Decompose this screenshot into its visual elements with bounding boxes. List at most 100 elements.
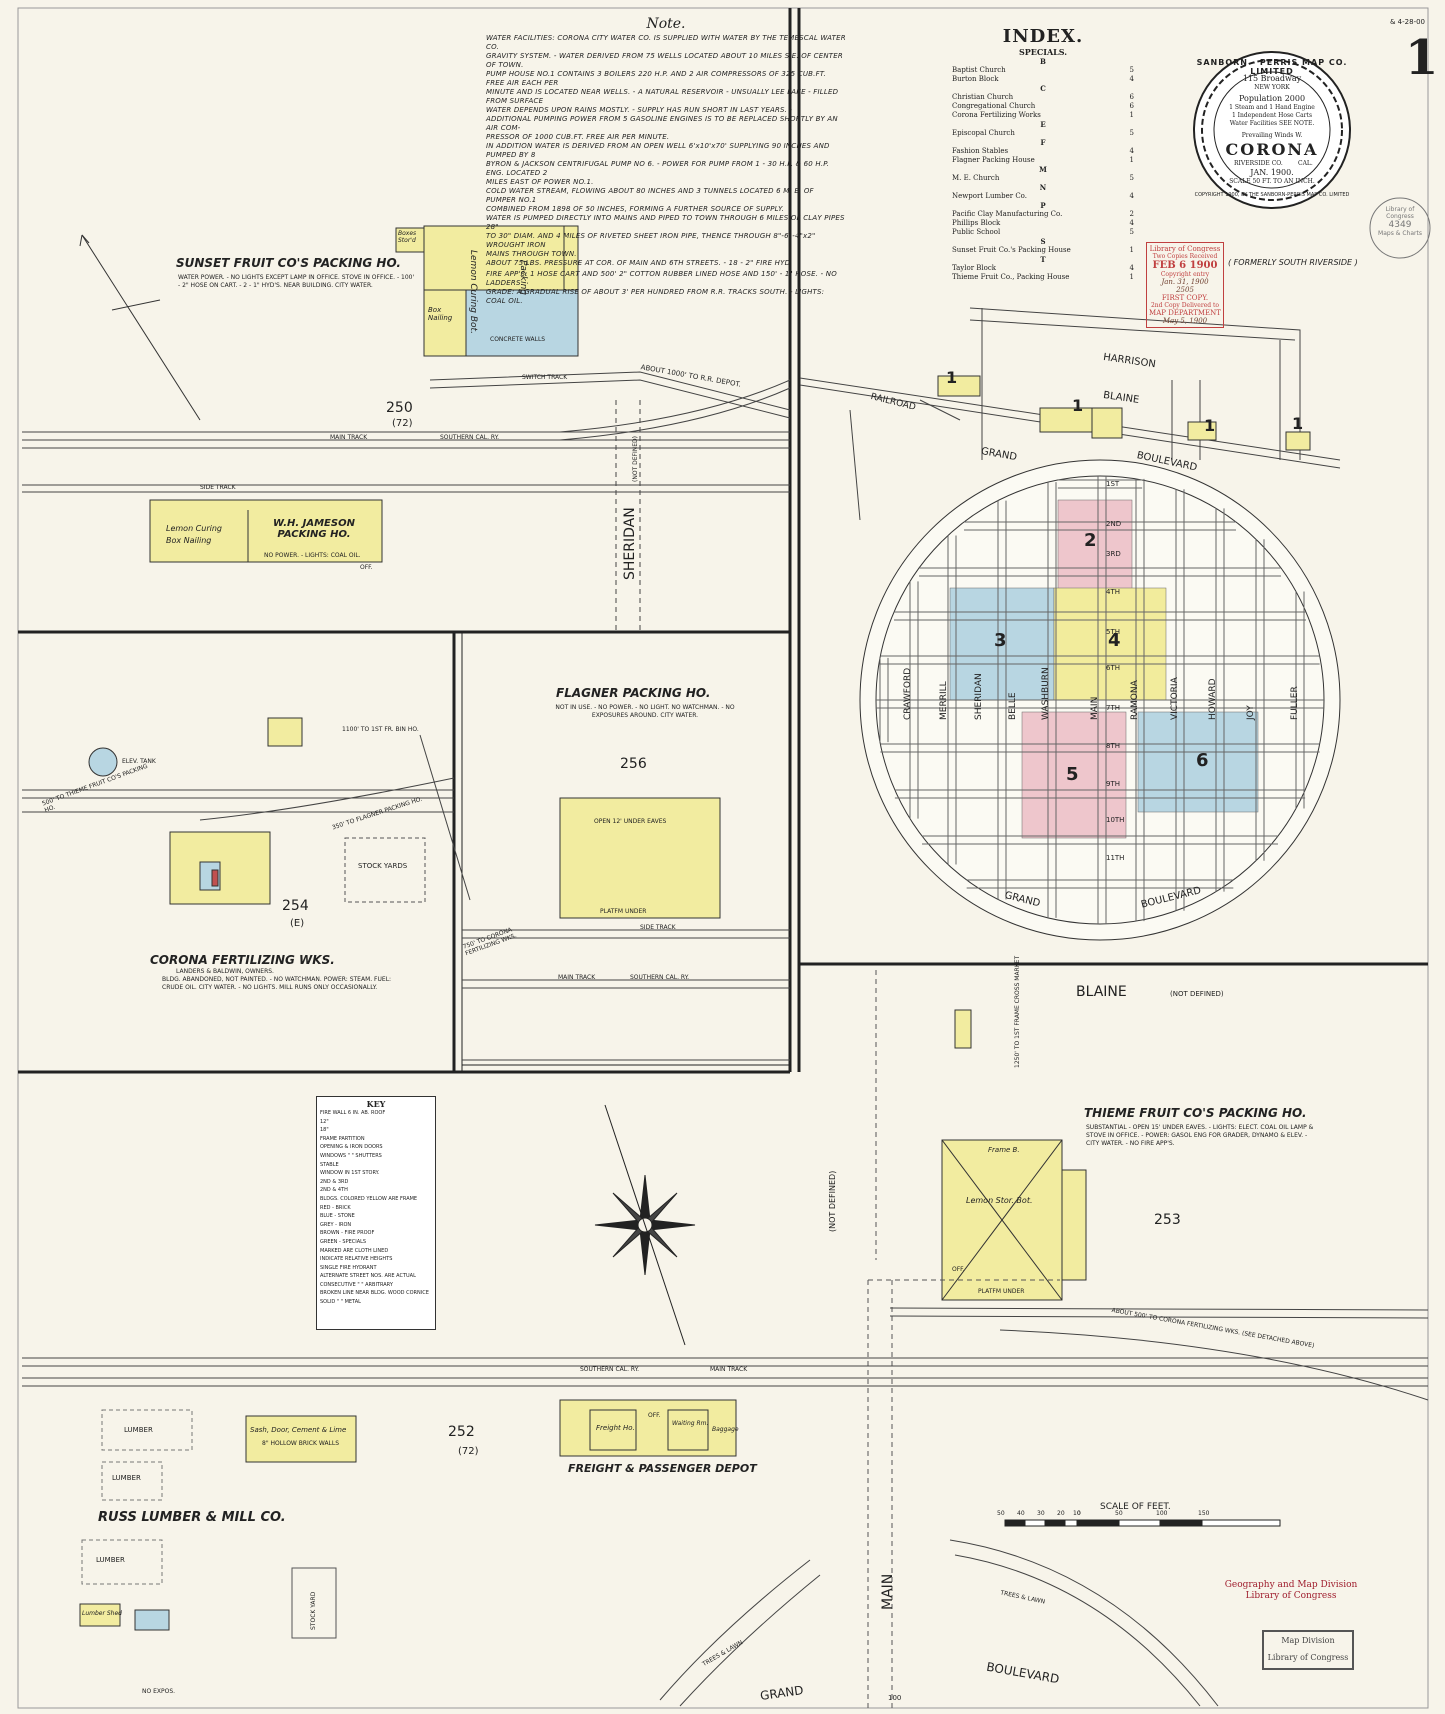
bottom-curves bbox=[659, 1539, 1219, 1707]
scale-tick-label: 50 bbox=[997, 1510, 1005, 1517]
stock-yard-label: STOCK YARD bbox=[310, 1591, 317, 1630]
cartouche-address: 115 Broadway bbox=[1242, 74, 1302, 83]
loc-seal-line1: Library of Congress bbox=[1385, 206, 1415, 220]
loc-stamp-first-copy: FIRST COPY. bbox=[1161, 294, 1209, 302]
key-item: WINDOW IN 1ST STORY. bbox=[320, 1170, 380, 1177]
town-upper-buildings bbox=[937, 375, 1311, 451]
tracks-block-250 bbox=[22, 371, 791, 493]
key-item: MARKED ARE CLOTH LINED bbox=[320, 1247, 389, 1254]
loc-stamp-dept-date: May 5, 1900 bbox=[1162, 317, 1208, 325]
index-entry-sheet: 5 bbox=[1129, 174, 1134, 182]
key-item: WINDOWS " " SHUTTERS bbox=[320, 1152, 382, 1159]
thieme-label-platform: PLATFM UNDER bbox=[978, 1288, 1025, 1295]
street-vertical-howard: HOWARD bbox=[1208, 678, 1218, 720]
street-cross-5: 5TH bbox=[1106, 628, 1120, 636]
scale-tick-label: 10 bbox=[1073, 1510, 1081, 1517]
sheet-number: 1 bbox=[1405, 30, 1439, 86]
lumber-label-1: LUMBER bbox=[124, 1426, 153, 1434]
index-entry-sheet: 6 bbox=[1129, 102, 1134, 110]
note-line: ABOUT 75 LBS. PRESSURE AT COR. OF MAIN A… bbox=[486, 259, 793, 267]
note-line: PUMP HOUSE NO.1 CONTAINS 3 BOILERS 220 H… bbox=[486, 70, 826, 87]
lumber-shed-2 bbox=[134, 1609, 170, 1631]
thieme-label-lemon: Lemon Stor. Bot. bbox=[966, 1196, 1033, 1205]
index-entry-name: Burton Block bbox=[952, 75, 999, 83]
street-cross-4: 4TH bbox=[1106, 588, 1120, 596]
corona-title: CORONA FERTILIZING WKS. bbox=[150, 953, 335, 967]
index-entry: Newport Lumber Co.4 bbox=[952, 192, 1134, 201]
geo-stamp-line1: Geography and Map Division bbox=[1224, 1580, 1358, 1590]
index-entry-sheet: 4 bbox=[1129, 147, 1134, 155]
block-252-sub: (72) bbox=[458, 1446, 479, 1457]
street-vertical-belle: BELLE bbox=[1008, 692, 1018, 720]
loc-stamp-dept: MAP DEPARTMENT bbox=[1149, 309, 1221, 317]
sash-note-label: 8" HOLLOW BRICK WALLS bbox=[262, 1440, 340, 1447]
freight-label-baggage: Baggage bbox=[712, 1426, 739, 1433]
note-lines: WATER FACILITIES: CORONA CITY WATER CO. … bbox=[486, 34, 846, 268]
block-256: 256 bbox=[620, 756, 647, 772]
key-item: OPENING & IRON DOORS bbox=[320, 1144, 383, 1151]
street-cross-9: 9TH bbox=[1106, 780, 1120, 788]
main-track-label-1: MAIN TRACK bbox=[330, 434, 368, 441]
index-entry-name: Phillips Block bbox=[952, 219, 1001, 227]
street-vertical-washburn: WASHBURN bbox=[1041, 667, 1051, 720]
geography-stamp: Geography and Map Division Library of Co… bbox=[1206, 1580, 1376, 1602]
thieme-label-off: OFF. bbox=[952, 1266, 965, 1273]
index-entry-name: Corona Fertilizing Works bbox=[952, 111, 1041, 119]
cartouche-engine: 1 Steam and 1 Hand Engine bbox=[1229, 104, 1315, 111]
blaine-label: BLAINE bbox=[1076, 984, 1127, 1000]
index-entry-sheet: 4 bbox=[1129, 264, 1134, 272]
street-cross-2: 2ND bbox=[1106, 520, 1122, 528]
jameson-title: W.H. JAMESON PACKING HO. bbox=[273, 518, 355, 540]
loc-stamp-entry: Copyright entry bbox=[1160, 271, 1210, 278]
formerly-note: ( FORMERLY SOUTH RIVERSIDE ) bbox=[1228, 258, 1358, 267]
index-entry-sheet: 1 bbox=[1129, 246, 1134, 254]
note-fire-apps: FIRE APP'S: 1 HOSE CART AND 500' 2" COTT… bbox=[486, 270, 837, 287]
flagner-note: NOT IN USE. - NO POWER. - NO LIGHT. NO W… bbox=[555, 704, 735, 719]
town-grid-streets bbox=[876, 476, 1324, 924]
corona-small-building bbox=[267, 717, 303, 747]
index-entry-name: Congregational Church bbox=[952, 102, 1036, 110]
index-entry-name: Newport Lumber Co. bbox=[952, 192, 1028, 200]
russ-title: RUSS LUMBER & MILL CO. bbox=[98, 1510, 286, 1525]
sheridan-street-lines bbox=[615, 400, 641, 630]
to-frame-label: 1250' TO 1ST FRAME CROSS MARKET bbox=[1014, 955, 1021, 1068]
flagner-platform-label: PLATFM UNDER bbox=[600, 908, 647, 915]
street-cross-8: 8TH bbox=[1106, 742, 1120, 750]
scale-bar bbox=[1004, 1519, 1281, 1527]
sash-door-label: Sash, Door, Cement & Lime bbox=[250, 1426, 347, 1434]
southern-cal-label-3: SOUTHERN CAL. RY. bbox=[580, 1366, 640, 1373]
side-track-label-2: SIDE TRACK bbox=[640, 924, 676, 931]
index-letter: E bbox=[1040, 120, 1046, 129]
loc-seal-line3: Maps & Charts bbox=[1378, 230, 1422, 237]
street-vertical-merrill: MERRILL bbox=[939, 681, 949, 720]
street-vertical-joy: JOY bbox=[1246, 705, 1256, 720]
index-letter: T bbox=[1040, 255, 1046, 264]
note-line: WATER DEPENDS UPON RAINS MOSTLY. - SUPPL… bbox=[486, 106, 793, 114]
note-line: IN ADDITION WATER IS DERIVED FROM AN OPE… bbox=[486, 142, 830, 159]
note-line: WATER IS PUMPED DIRECTLY INTO MAINS AND … bbox=[486, 214, 845, 231]
cartouche-arc-text: SANBORN - PERRIS MAP CO. LIMITED bbox=[1196, 58, 1348, 76]
sheet-ref-2: 1 bbox=[1072, 396, 1084, 415]
tracks-corona bbox=[22, 734, 471, 901]
street-vertical-victoria: VICTORIA bbox=[1170, 677, 1180, 720]
sash-door-building bbox=[245, 1415, 357, 1463]
jameson-note: NO POWER. - LIGHTS: COAL OIL. bbox=[264, 552, 361, 559]
note-line: WATER FACILITIES: CORONA CITY WATER CO. … bbox=[486, 34, 846, 51]
index-entry-name: Christian Church bbox=[952, 93, 1014, 101]
note-line: MINUTE AND IS LOCATED NEAR WELLS. - A NA… bbox=[486, 88, 839, 105]
street-cross-3: 3RD bbox=[1106, 550, 1121, 558]
index-letter: F bbox=[1040, 138, 1046, 147]
loc-stamp-entry-date: Jan. 31, 1900 bbox=[1161, 278, 1209, 286]
cartouche-hose: 1 Independent Hose Carts bbox=[1231, 112, 1313, 119]
freight-label-waiting: Waiting Rm. bbox=[672, 1420, 709, 1427]
sheet-corner-mark: & 4-28-00 bbox=[1390, 18, 1426, 26]
